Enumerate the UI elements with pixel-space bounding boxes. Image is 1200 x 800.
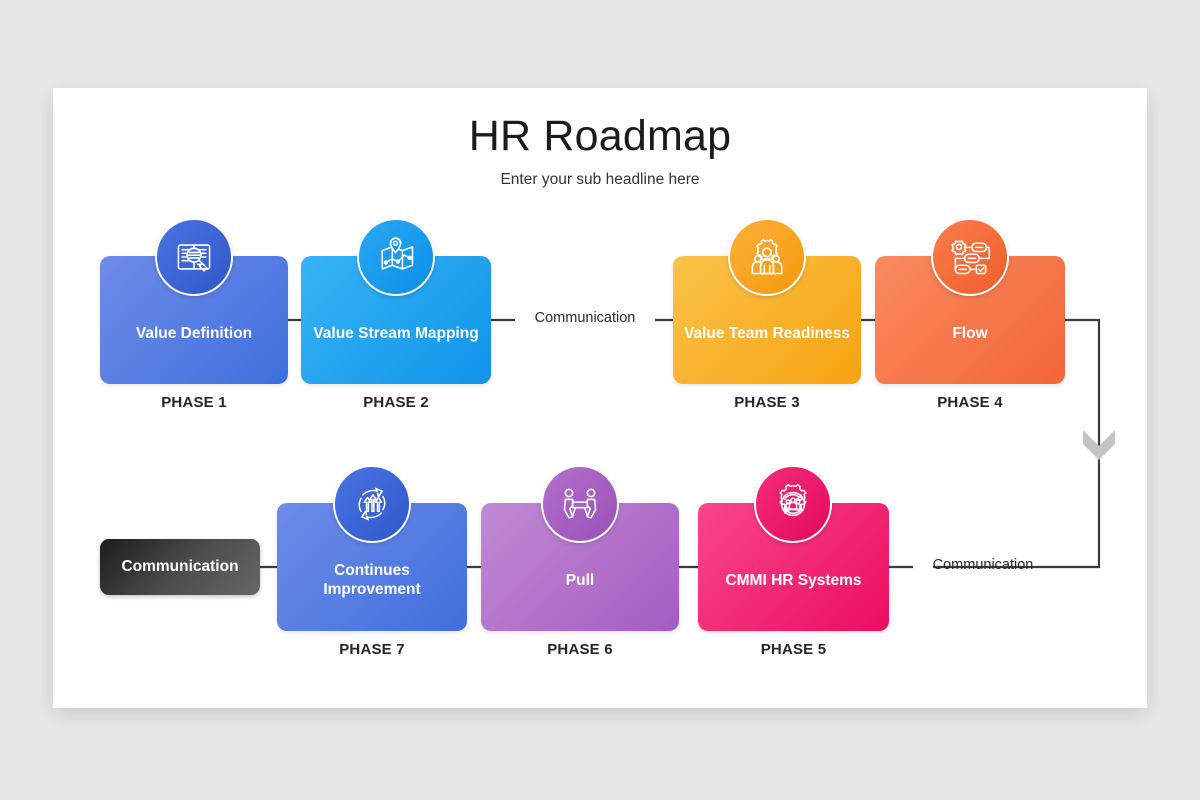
phase-card-title: Pull [565,571,595,589]
phase-caption-2: PHASE 2 [363,394,429,411]
phase-icon-bubble-5[interactable] [754,465,832,543]
communication-label-top: Communication [534,310,636,326]
slide-canvas: HR Roadmap Enter your sub headline here [53,88,1147,708]
phase-card-title: Value Team Readiness [684,324,850,342]
phase-icon-bubble-2[interactable] [357,218,435,296]
down-arrow-icon [1083,430,1115,460]
gear-people-cycle-icon [779,483,807,517]
page-title: HR Roadmap [468,112,732,160]
cycle-arrows-icon [358,487,386,521]
phase-caption-3: PHASE 3 [734,394,800,411]
phase-card-title: CMMI HR Systems [725,571,862,589]
phase-card-title: Flow [952,324,988,342]
phase-card-title: Value Definition [135,324,253,342]
map-pin-icon [381,237,414,270]
two-people-pull-icon [563,488,597,519]
phase-icon-bubble-3[interactable] [728,218,806,296]
phase-icon-bubble-1[interactable] [155,218,233,296]
phase-card-title: Continues Improvement [323,562,421,598]
workflow-icon [951,240,991,275]
page-subtitle: Enter your sub headline here [500,171,700,188]
phase-icon-bubble-7[interactable] [333,465,411,543]
phase-icon-bubble-6[interactable] [541,465,619,543]
communication-label-bottom: Communication [932,557,1034,573]
phase-caption-1: PHASE 1 [161,394,227,411]
phase-icon-bubble-4[interactable] [931,218,1009,296]
phase-caption-4: PHASE 4 [937,394,1003,411]
communication-box-label: Communication [121,558,239,575]
communication-box[interactable]: Communication [100,539,260,595]
document-search-icon [177,244,211,272]
phase-card-title: Value Stream Mapping [313,324,479,342]
gear-team-icon [751,238,783,275]
phase-caption-6: PHASE 6 [547,641,613,658]
phase-caption-7: PHASE 7 [339,641,405,658]
phase-caption-5: PHASE 5 [760,641,827,658]
